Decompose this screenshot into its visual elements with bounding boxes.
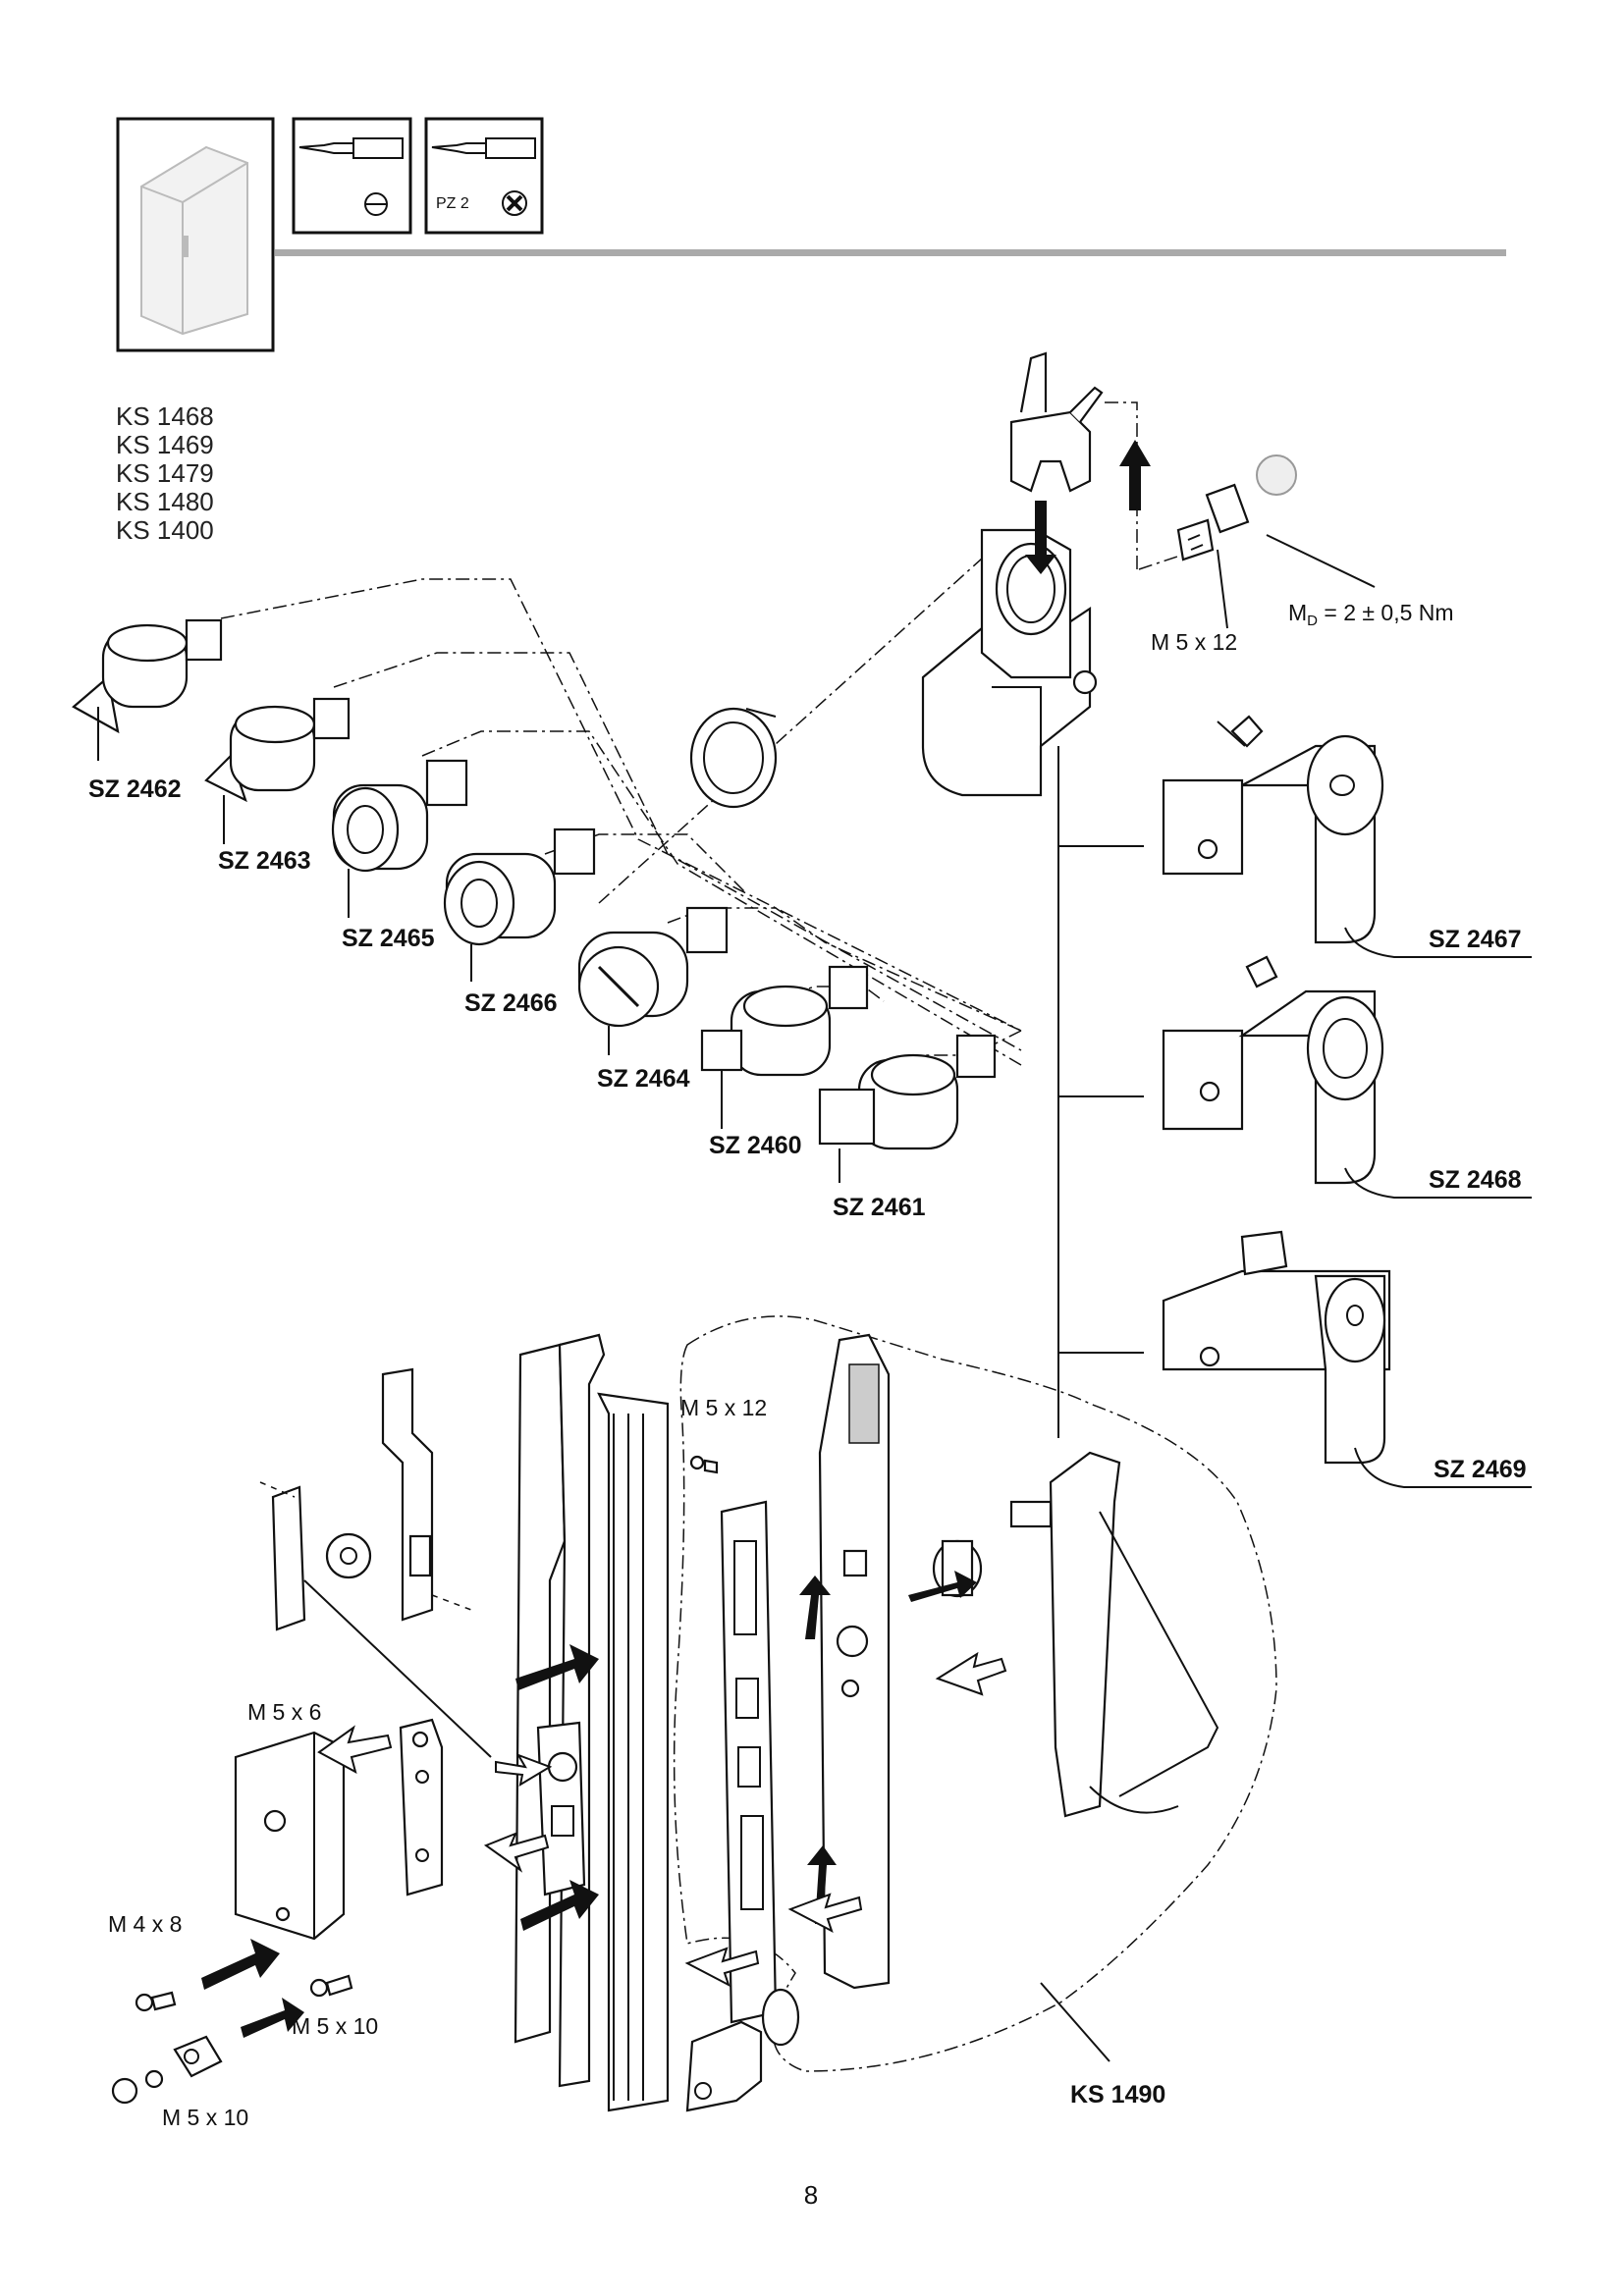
insert-sz2465 <box>331 759 468 918</box>
lock-box <box>234 1731 346 1941</box>
retaining-sleeve <box>689 707 778 809</box>
screw-m4x8-label: M 4 x 8 <box>108 1911 182 1937</box>
mounting-bracket <box>399 1718 444 1896</box>
header-rule <box>275 249 1506 256</box>
screw-mid-label: M 5 x 12 <box>680 1395 767 1420</box>
insert-sz2463 <box>204 697 351 844</box>
insert-code-sz2464: SZ 2464 <box>597 1065 690 1093</box>
model-ks1469: KS 1469 <box>116 430 214 459</box>
cylinder-code-sz2469: SZ 2469 <box>1434 1456 1527 1483</box>
locking-clip <box>1009 351 1104 493</box>
top-screw <box>1176 454 1376 629</box>
phillips-screwdriver-icon: PZ 2 <box>424 117 544 235</box>
torque-spec: MD = 2 ± 0,5 Nm <box>1288 600 1454 629</box>
kit-boundary <box>673 1315 1277 2072</box>
insert-sz2464 <box>577 906 729 1055</box>
insert-code-sz2465: SZ 2465 <box>342 925 435 952</box>
latch-mechanism <box>536 1721 586 1896</box>
insert-sz2466 <box>443 828 596 982</box>
insert-code-sz2460: SZ 2460 <box>709 1132 802 1159</box>
screw-m5x6-label: M 5 x 6 <box>247 1699 321 1725</box>
page-number: 8 <box>804 2180 818 2210</box>
insert-sz2460 <box>700 965 869 1129</box>
direction-arrows <box>201 1571 1007 2038</box>
screw-m5x10b-label: M 5 x 10 <box>162 2105 248 2130</box>
swing-handle <box>1009 1451 1219 1818</box>
insert-code-sz2466: SZ 2466 <box>464 989 558 1017</box>
insert-sz2461 <box>818 1034 997 1183</box>
model-ks1479: KS 1479 <box>116 458 214 488</box>
pz2-label: PZ 2 <box>436 195 469 212</box>
insert-code-sz2461: SZ 2461 <box>833 1194 926 1221</box>
kit-code: KS 1490 <box>1070 2081 1165 2109</box>
model-ks1400: KS 1400 <box>116 515 214 545</box>
screw-top-label: M 5 x 12 <box>1151 629 1237 655</box>
model-ks1468: KS 1468 <box>116 401 214 431</box>
door-frame-profile <box>514 1333 670 2112</box>
mounting-arrows <box>1025 440 1151 574</box>
locking-rod-and-gear <box>259 1367 492 1758</box>
insert-code-sz2462: SZ 2462 <box>88 775 182 803</box>
cylinder-sz2467 <box>1162 715 1532 958</box>
flat-screwdriver-icon <box>292 117 412 235</box>
cylinder-sz2469 <box>1162 1230 1532 1488</box>
model-ks1480: KS 1480 <box>116 487 214 516</box>
lock-housing <box>921 528 1098 797</box>
insert-code-sz2463: SZ 2463 <box>218 847 311 875</box>
cover-plate <box>720 1500 778 2024</box>
handle-base <box>818 1333 891 1990</box>
kit-cylinder <box>685 1988 800 2112</box>
enclosure-icon-box <box>116 117 275 352</box>
insert-sz2462 <box>72 618 223 761</box>
cylinder-branch-lines <box>1057 746 1144 1438</box>
small-screws <box>111 1455 719 2105</box>
cylinder-code-sz2467: SZ 2467 <box>1429 926 1522 953</box>
cylinder-sz2468 <box>1162 955 1532 1199</box>
cylinder-code-sz2468: SZ 2468 <box>1429 1166 1522 1194</box>
screw-m5x10a-label: M 5 x 10 <box>292 2013 378 2039</box>
